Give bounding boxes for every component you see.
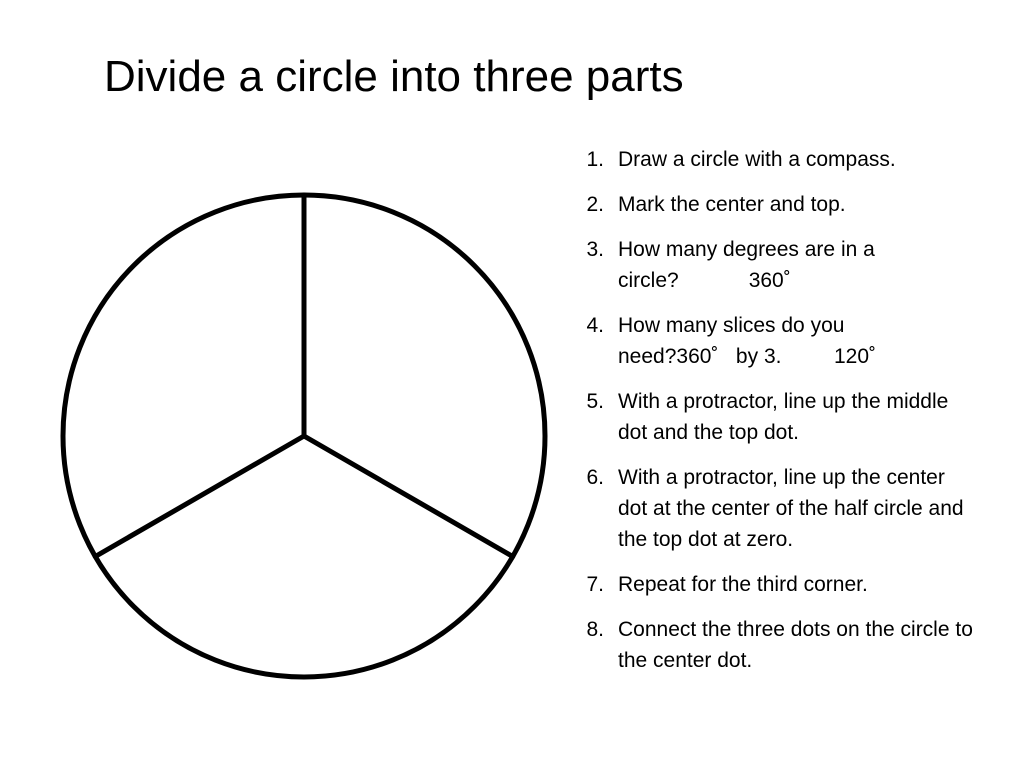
step-item: 7. Repeat for the third corner.	[556, 569, 976, 600]
step-text: Draw a circle with a compass.	[618, 148, 896, 171]
radius-line	[301, 433, 516, 559]
step-item: 3. How many degrees are in a circle? 360…	[556, 234, 976, 296]
step-text: Connect the three dots on the circle to …	[618, 618, 979, 672]
step-text: How many slices do you need?360˚ by 3. 1…	[618, 314, 876, 368]
step-number: 5.	[586, 390, 604, 413]
step-text: How many degrees are in a circle? 360˚	[618, 238, 875, 292]
step-number: 6.	[586, 466, 604, 489]
step-item: 8. Connect the three dots on the circle …	[556, 614, 976, 676]
step-item: 1. Draw a circle with a compass.	[556, 144, 976, 175]
step-item: 4. How many slices do you need?360˚ by 3…	[556, 310, 976, 372]
step-number: 1.	[586, 148, 604, 171]
instruction-steps: 1. Draw a circle with a compass. 2. Mark…	[556, 144, 976, 690]
divided-circle-diagram	[60, 192, 548, 680]
step-text: Mark the center and top.	[618, 193, 846, 216]
step-item: 5. With a protractor, line up the middle…	[556, 386, 976, 448]
slide-title: Divide a circle into three parts	[104, 52, 684, 101]
step-text: With a protractor, line up the center do…	[618, 466, 970, 551]
step-item: 2. Mark the center and top.	[556, 189, 976, 220]
step-text: With a protractor, line up the middle do…	[618, 390, 955, 444]
step-number: 2.	[586, 193, 604, 216]
step-text: Repeat for the third corner.	[618, 573, 868, 596]
radius-line	[92, 433, 307, 559]
radius-lines	[92, 192, 516, 559]
step-number: 3.	[586, 238, 604, 261]
step-number: 8.	[586, 618, 604, 641]
step-item: 6. With a protractor, line up the center…	[556, 462, 976, 555]
step-number: 7.	[586, 573, 604, 596]
step-number: 4.	[586, 314, 604, 337]
